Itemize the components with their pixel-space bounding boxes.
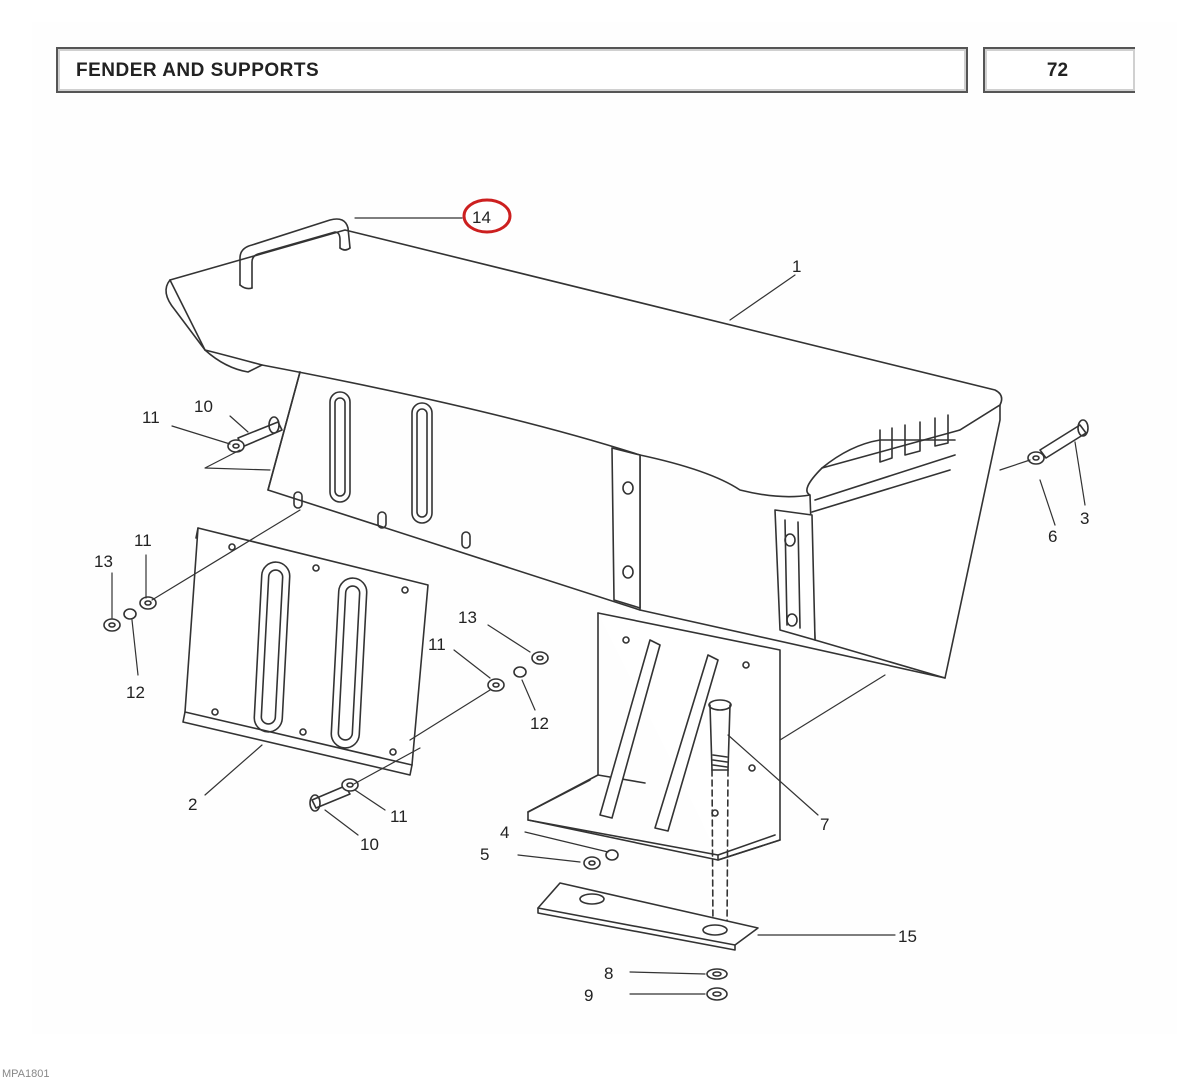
fender-part bbox=[165, 229, 1003, 679]
plate-part bbox=[182, 527, 429, 776]
callout-12-right: 12 bbox=[530, 714, 549, 733]
base-plate-part bbox=[537, 882, 759, 951]
callout-labels: 14 1 10 11 3 6 11 13 12 13 11 12 2 11 10… bbox=[94, 208, 1089, 1005]
leader-lines bbox=[111, 217, 1086, 995]
handle-part bbox=[239, 218, 351, 290]
callout-1: 1 bbox=[792, 257, 801, 276]
callout-13-right: 13 bbox=[458, 608, 477, 627]
callout-11-bottom: 11 bbox=[390, 807, 408, 826]
highlight-circle bbox=[462, 198, 512, 234]
callout-9: 9 bbox=[584, 986, 593, 1005]
drawing-code: MPA1801 bbox=[2, 1068, 50, 1080]
title-box: FENDER AND SUPPORTS bbox=[56, 47, 968, 93]
callout-15: 15 bbox=[898, 927, 917, 946]
callout-13-left: 13 bbox=[94, 552, 113, 571]
callout-14: 14 bbox=[472, 208, 491, 227]
callout-10-bottom: 10 bbox=[360, 835, 379, 854]
drawing-area bbox=[32, 22, 1177, 1034]
page-number-box: 72 bbox=[983, 47, 1135, 93]
callout-5: 5 bbox=[480, 845, 489, 864]
hardware bbox=[103, 416, 1089, 1001]
callout-12-left: 12 bbox=[126, 683, 145, 702]
callout-3: 3 bbox=[1080, 509, 1089, 528]
callout-6: 6 bbox=[1048, 527, 1057, 546]
callout-11-top: 11 bbox=[142, 408, 160, 427]
callout-10-top: 10 bbox=[194, 397, 213, 416]
page-number: 72 bbox=[1046, 60, 1069, 81]
support-bracket-part bbox=[527, 612, 781, 861]
callout-7: 7 bbox=[820, 815, 829, 834]
page-title: FENDER AND SUPPORTS bbox=[76, 60, 320, 81]
callout-11-right: 11 bbox=[428, 635, 446, 654]
callout-4: 4 bbox=[500, 823, 509, 842]
callout-8: 8 bbox=[604, 964, 613, 983]
callout-11-left: 11 bbox=[134, 531, 152, 550]
callout-2: 2 bbox=[188, 795, 197, 814]
bolt-part-7 bbox=[708, 699, 732, 931]
